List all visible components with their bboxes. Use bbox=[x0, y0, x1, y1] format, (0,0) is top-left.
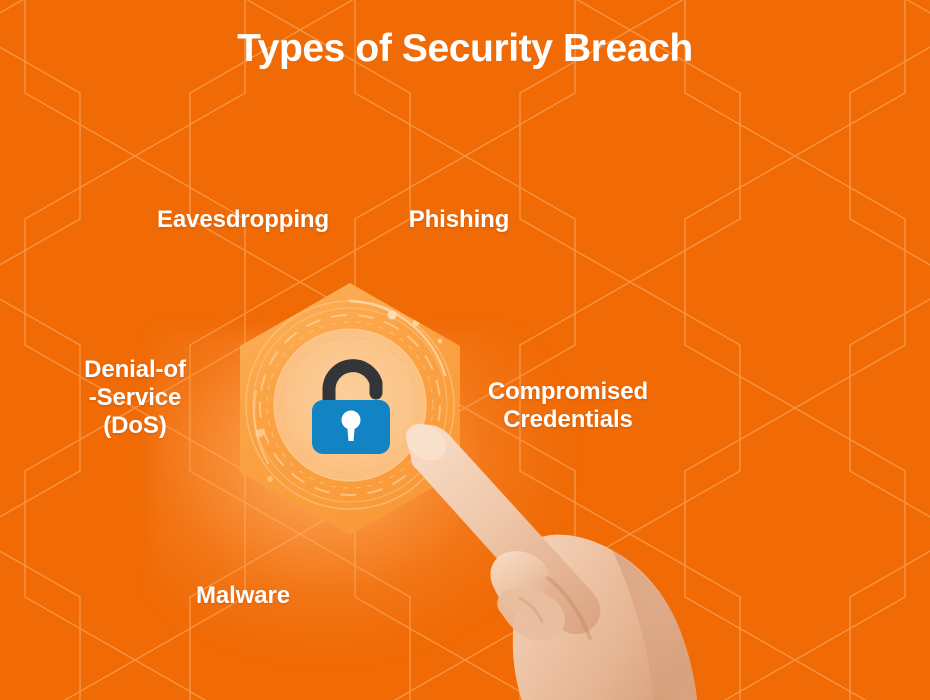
node-label-malware[interactable]: Malware bbox=[195, 582, 290, 609]
node-label-compromised-credentials[interactable]: Compromised Credentials bbox=[487, 378, 649, 433]
node-label-denial-of-service[interactable]: Denial-of -Service (DoS) bbox=[84, 356, 186, 439]
page-title: Types of Security Breach bbox=[237, 27, 693, 70]
node-label-eavesdropping[interactable]: Eavesdropping bbox=[156, 206, 330, 233]
open-padlock-icon bbox=[312, 359, 390, 454]
node-label-phishing[interactable]: Phishing bbox=[408, 206, 510, 233]
